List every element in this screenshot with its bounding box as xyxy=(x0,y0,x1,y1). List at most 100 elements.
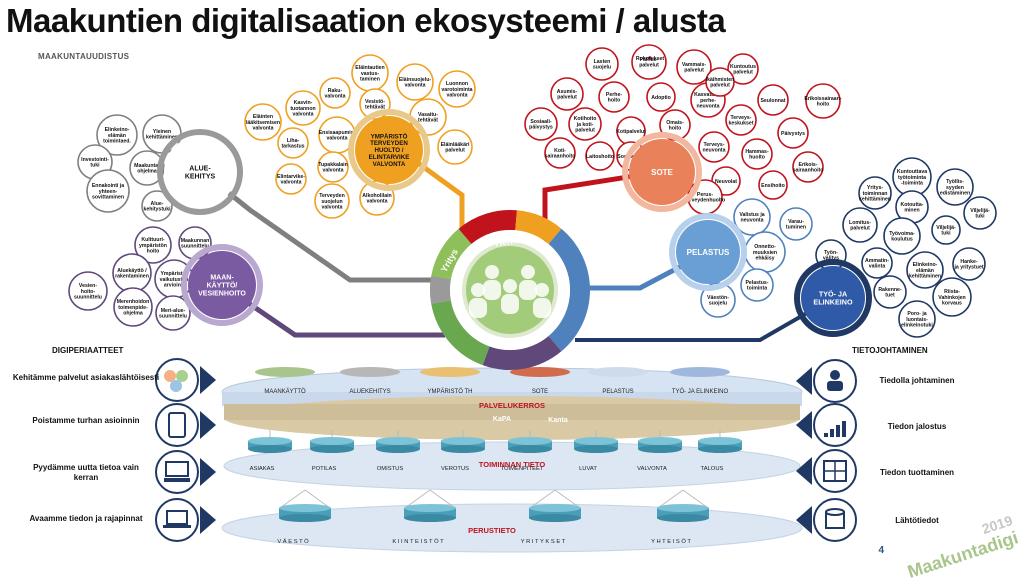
sote-bubble-circle xyxy=(777,117,809,149)
sote-bubble-label: Seulonnat xyxy=(760,98,785,104)
sote-bubble-label: Adoptio xyxy=(651,95,671,101)
left-column-heading: DIGIPERIAATTEET xyxy=(52,346,124,355)
tyo-bubble-circle xyxy=(906,251,944,289)
tyo-bubble-circle xyxy=(931,215,961,245)
sote-bubble-circle xyxy=(727,53,759,85)
sote-bubble-circle xyxy=(585,141,615,171)
sote-bubble-label: Rokotukset xyxy=(636,56,665,62)
sote-hub-disc xyxy=(629,139,695,205)
pelastus-hub-label: PELASTUS xyxy=(687,248,730,257)
ring-segment-yhteiso-orange xyxy=(515,210,562,245)
operative-layer-label: TOIMINNAN TIETO xyxy=(479,460,546,469)
maankaytto-bubble-label: Vesien-hoito-suunnittelu xyxy=(74,283,102,301)
sote-bubble-circle xyxy=(648,56,652,60)
side-icons xyxy=(155,358,857,542)
tyo-bubble-label: Viljelijä-tuki xyxy=(970,208,990,220)
tyo-bubble: Ammatin-valinta xyxy=(861,247,893,279)
maankaytto-bubble: Meri-alue-suunnittelu xyxy=(155,295,191,331)
sote-bubble-label: Ensihoito xyxy=(761,183,785,189)
tyo-hub-disc xyxy=(801,266,865,330)
pelastus-hub-ring xyxy=(669,213,747,291)
maankaytto-connector xyxy=(220,282,445,338)
kanta-label: Kanta xyxy=(548,417,568,424)
ymparisto-bubble-label: Ensisaapumis-valvonta xyxy=(319,130,356,142)
sote-bubble-label: Kasvatus- /perhe-neuvonta xyxy=(694,92,722,110)
operative-label: POTILAS xyxy=(312,466,337,472)
sote-bubble-label: Erikois-sairaanhoito xyxy=(793,162,824,174)
sote-bubble: Sosiaali-päivystys xyxy=(524,107,558,141)
sote-bubble-circle xyxy=(631,44,667,80)
alue-bubble-circle xyxy=(96,114,138,156)
ymparisto-bubble-label: Vesistö-tehtävät xyxy=(365,99,385,111)
ymparisto-bubble: Elintarvike-valvonta xyxy=(275,163,307,195)
maankaytto-bubble-circle xyxy=(68,271,108,311)
page-number: 4 xyxy=(878,545,884,556)
alue-hub-label: ALUE-KEHITYS xyxy=(185,166,216,181)
tyo-bubble-circle xyxy=(952,247,986,281)
sote-bubble-circle xyxy=(792,151,824,183)
sote-bubble-label: Hammas-huolto xyxy=(745,149,769,161)
sote-bubble-circle xyxy=(544,137,576,169)
ring-segment-grey xyxy=(429,276,451,304)
alue-hub-ring xyxy=(157,129,243,215)
arrow-icon xyxy=(796,367,812,395)
sector-label: YMPÄRISTÖ TH xyxy=(428,388,473,395)
ecosystem-slide: Maakuntien digitalisaation ekosysteemi /… xyxy=(6,2,1021,582)
ring-segment-hallinto xyxy=(482,335,562,370)
ymparisto-bubble-circle xyxy=(319,77,351,109)
sote-bubble-label: Erikoissairaan-hoito xyxy=(804,96,841,108)
ymparisto-bubble-circle xyxy=(277,127,309,159)
principle-open-data: Avaamme tiedon ja rajapinnat xyxy=(29,514,143,523)
tyo-bubble: Viljelijä-tuki xyxy=(931,215,961,245)
sote-bubble: Adoptio xyxy=(646,82,676,112)
tyo-bubble-label: Hanke-ja yritystuet xyxy=(953,259,983,271)
alue-bubble: Maakunta-ohjelma xyxy=(129,150,165,186)
slide-title: Maakuntien digitalisaation ekosysteemi /… xyxy=(6,2,726,39)
sote-bubble-label: Päivystys xyxy=(781,131,805,137)
sote-bubble-label: Vammais-palvelut xyxy=(682,62,706,74)
sector-label: SOTE xyxy=(532,389,548,395)
ymparisto-bubble-circle xyxy=(244,103,282,141)
sote-bubble-circle xyxy=(676,49,712,85)
person-icon xyxy=(501,279,519,314)
arrow-icon xyxy=(796,411,812,439)
tyo-bubble: Lomitus-palvelut xyxy=(842,207,878,243)
tyo-bubble-circle xyxy=(873,275,907,309)
sote-bubble-circle xyxy=(805,83,841,119)
sote-bubble-circle xyxy=(725,104,757,136)
sector-dot xyxy=(588,367,648,377)
tyo-bubble-circle xyxy=(842,207,878,243)
tyo-bubble-circle xyxy=(963,196,997,230)
sote-bubble-label: Asumis-palvelut xyxy=(557,89,578,101)
sote-bubble-circle xyxy=(698,131,730,163)
operative-label: VALVONTA xyxy=(637,466,667,472)
sote-bubble-label: Neuvolat xyxy=(715,179,737,185)
sector-dot xyxy=(340,367,400,377)
sote-bubble-label: Terveys-neuvonta xyxy=(702,142,725,154)
arrow-icon xyxy=(796,506,812,534)
ymparisto-bubble-circle xyxy=(275,163,307,195)
arrow-icon xyxy=(200,366,216,394)
maankaytto-bubble-circle xyxy=(155,295,191,331)
pelastus-hub: PELASTUS xyxy=(669,213,747,291)
maankaytto-hub-label: MAAN-KÄYTTÖ/VESIENHOITO xyxy=(198,275,246,298)
operative-label: VEROTUS xyxy=(441,466,469,472)
tyo-bubble: Työvoima-koulutus xyxy=(883,217,921,255)
